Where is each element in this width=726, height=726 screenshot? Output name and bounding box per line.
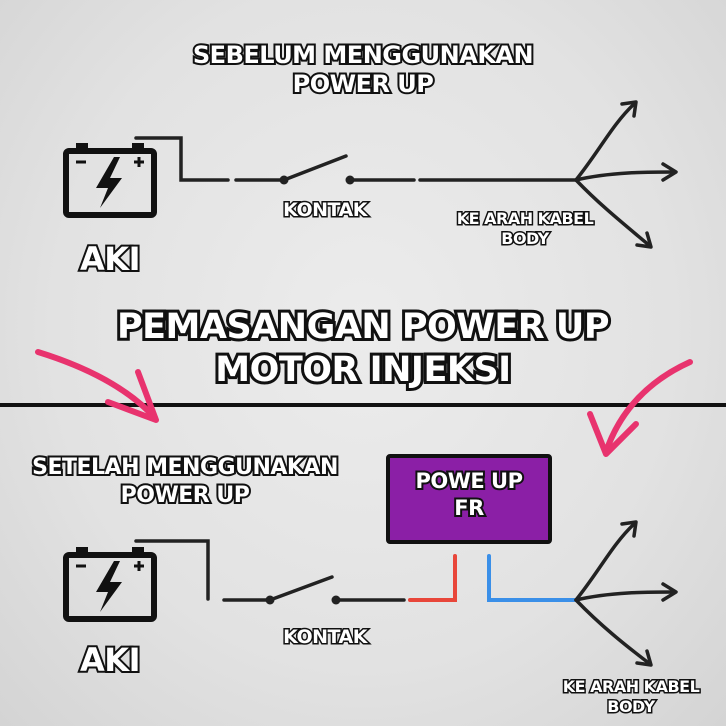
- top-battery-label: AKI: [78, 239, 142, 278]
- divider-line: [0, 403, 726, 407]
- top-wiring: [134, 102, 676, 248]
- power-up-module: POWE UP FR: [386, 454, 552, 544]
- pink-arrow-left: [35, 349, 159, 423]
- bottom-switch-label: KONTAK: [282, 625, 369, 649]
- top-dest-line2: BODY: [500, 228, 551, 248]
- top-arrowheads: [620, 100, 678, 249]
- top-title-line2: POWER UP: [291, 69, 436, 100]
- top-destination-label: KE ARAH KABEL BODY: [430, 208, 620, 248]
- battery-icon: [63, 547, 157, 622]
- bottom-switch-dots: [265, 595, 341, 605]
- module-label-line1: POWE UP: [413, 467, 525, 494]
- bottom-dest-line1: KE ARAH KABEL: [561, 676, 701, 696]
- bottom-arrowheads: [620, 520, 678, 667]
- bottom-destination-label: KE ARAH KABEL BODY: [536, 676, 726, 716]
- main-title: PEMASANGAN POWER UP MOTOR INJEKSI: [60, 305, 666, 392]
- main-title-line1: PEMASANGAN POWER UP: [114, 305, 612, 349]
- bottom-battery-label: AKI: [78, 640, 142, 679]
- top-dest-line1: KE ARAH KABEL: [455, 208, 595, 228]
- main-title-line2: MOTOR INJEKSI: [212, 348, 514, 392]
- bottom-title-line2: POWER UP: [119, 481, 252, 509]
- bottom-title-line1: SETELAH MENGGUNAKAN: [30, 453, 340, 481]
- module-label-line2: FR: [452, 494, 486, 521]
- bottom-title: SETELAH MENGGUNAKAN POWER UP: [10, 453, 360, 510]
- bottom-dest-line2: BODY: [606, 696, 657, 716]
- top-title-line1: SEBELUM MENGGUNAKAN: [191, 40, 536, 71]
- top-title: SEBELUM MENGGUNAKAN POWER UP: [150, 40, 576, 100]
- red-wire: [408, 554, 457, 602]
- pink-arrow-right: [587, 359, 693, 457]
- top-switch-dots: [279, 175, 355, 185]
- blue-wire: [487, 554, 576, 602]
- top-switch-label: KONTAK: [282, 198, 369, 222]
- bottom-wiring: [134, 539, 406, 602]
- battery-icon: [63, 143, 157, 218]
